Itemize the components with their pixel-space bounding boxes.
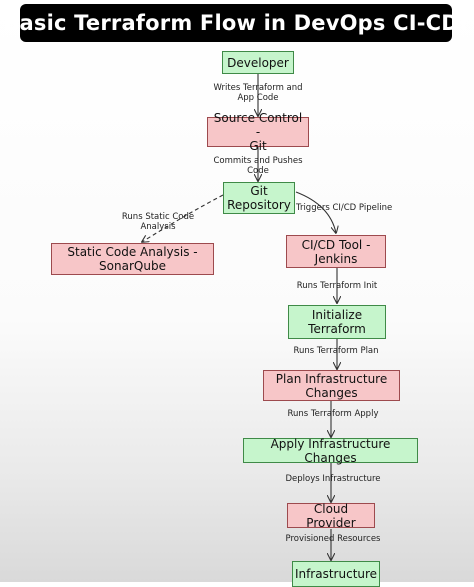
edge-label-init: Runs Terraform Init xyxy=(296,281,378,291)
node-cicd-tool: CI/CD Tool - Jenkins xyxy=(286,235,386,268)
edge-label-writes: Writes Terraform and App Code xyxy=(213,83,303,103)
edge-label-plan: Runs Terraform Plan xyxy=(293,346,379,356)
node-cloud-provider: Cloud Provider xyxy=(287,502,375,530)
node-infrastructure: Infrastructure xyxy=(292,561,380,587)
diagram-title: Basic Terraform Flow in DevOps CI-CD! xyxy=(3,11,469,35)
node-source-control: Source Control - Git xyxy=(207,111,309,153)
edge-label-triggers: Triggers CI/CD Pipeline xyxy=(296,203,393,213)
edge-label-commits: Commits and Pushes Code xyxy=(213,156,303,176)
edge-label-deploys: Deploys Infrastructure xyxy=(285,474,381,484)
edge-label-apply: Runs Terraform Apply xyxy=(287,409,379,419)
edge-repo-cicd xyxy=(295,191,336,233)
node-apply-changes: Apply Infrastructure Changes xyxy=(243,437,418,465)
edge-repo-static xyxy=(142,194,224,242)
node-developer: Developer xyxy=(222,51,294,74)
node-plan-changes: Plan Infrastructure Changes xyxy=(263,370,400,401)
edge-label-static-scan: Runs Static Code Analysis xyxy=(121,212,195,232)
edge-label-provisioned: Provisioned Resources xyxy=(285,534,381,544)
title-banner: Basic Terraform Flow in DevOps CI-CD! xyxy=(3,4,468,42)
node-git-repository: Git Repository xyxy=(223,182,295,214)
node-initialize-terraform: Initialize Terraform xyxy=(288,305,386,339)
node-static-code-analysis: Static Code Analysis - SonarQube xyxy=(51,243,214,275)
